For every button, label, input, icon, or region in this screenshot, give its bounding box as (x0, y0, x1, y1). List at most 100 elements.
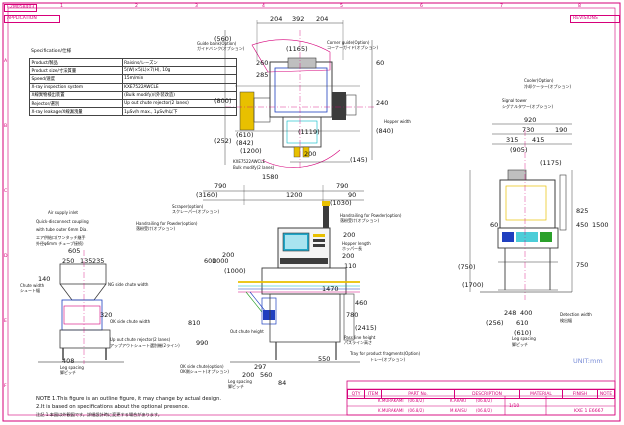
front-dim-misc: 780 (346, 311, 359, 319)
handrailing-left-jp: 落粉受け(オプション) (136, 226, 176, 231)
title-block-row: QTY ITEM PART No. DESCRIPTION MATERIAL F… (347, 389, 615, 399)
up-out-label: Up out chute rejector(2 lanes) (110, 337, 171, 342)
air-supply-line-2: Quick-disconnect coupling (36, 219, 89, 224)
scraper-label: Scraper(option) (172, 204, 204, 209)
col-label-4: 4 (262, 4, 265, 9)
top-dim-misc: (610) (236, 131, 254, 139)
front-dim-misc: 1470 (322, 285, 339, 293)
chute-dim: 320 (100, 311, 113, 319)
chute-dim: 140 (38, 275, 51, 283)
spec-label: Product/製品 (29, 57, 123, 68)
col-label-7: 7 (500, 4, 503, 9)
approved2-date: (06.8/2) (476, 408, 492, 413)
th-material: MATERIAL (519, 389, 563, 399)
chute-width-label: Chute width (20, 283, 45, 288)
approved-date: (06.8/2) (476, 398, 492, 403)
chute-dim: 235 (92, 257, 105, 265)
cooler-label-jp: 冷却クーラー(オプション) (524, 84, 572, 89)
col-label-1: 1 (60, 4, 63, 9)
side-leg-pitch: 脚ピッチ (512, 342, 528, 347)
side-dim-bottom: 610 (516, 319, 529, 327)
col-label-8: 8 (578, 4, 581, 9)
front-dim-top: 1580 (262, 173, 279, 181)
hopper-width-label: Hopper width (384, 119, 411, 124)
side-dim-top: (905) (510, 146, 528, 154)
handrailing-right: Handrailing for Powder(option) (340, 213, 402, 218)
air-supply-line-5: 外径φ6mm チューブ接続) (36, 241, 84, 246)
front-dim-misc: 200 (343, 231, 356, 239)
handrailing-left: Handrailing for Powder(option) (136, 221, 198, 226)
th-qty: QTY (347, 389, 365, 399)
side-dim-left: (750) (458, 263, 476, 271)
top-view (224, 20, 375, 170)
note-line-3: 注記 1.本図は外観図です。詳細設計時に変更する場合があります。 (36, 412, 162, 417)
front-dim-misc: (1000) (224, 267, 246, 275)
front-dim-top: (3160) (196, 191, 218, 199)
front-dim-top: 790 (214, 182, 227, 190)
top-dim: 204 (270, 15, 283, 23)
front-dim-misc: 200 (222, 251, 235, 259)
front-dim-top: (1030) (330, 199, 352, 207)
spec-value: 15m/min (121, 74, 238, 84)
note-line-2: 2.It is based on specifications about th… (36, 404, 190, 410)
col-label-6: 6 (420, 4, 423, 9)
side-dim-top: 315 (506, 136, 519, 144)
drawn-date: (06.8/2) (408, 398, 424, 403)
handrailing-right-jp: 落粉受け(オプション) (340, 218, 380, 223)
front-dim-bottom: 200 (242, 371, 255, 379)
top-dim-left: (800) (214, 97, 232, 105)
revisions-tab: REVISIONS (570, 15, 620, 23)
top-dim-left: (560) (214, 35, 232, 43)
corner-guide-label: Corner guide(Option) (327, 40, 370, 45)
col-label-2: 2 (135, 4, 138, 9)
front-leg-pitch: 脚ピッチ (228, 384, 244, 389)
pass-height-label-jp: パスライン高さ (344, 340, 372, 345)
spec-label: Rejector/選別 (29, 98, 123, 109)
air-supply-line-1: Air supply inlet (48, 210, 78, 215)
top-dim-left: (252) (214, 137, 232, 145)
drawing-number: E2M058403 (4, 4, 38, 12)
col-label-5: 5 (340, 4, 343, 9)
front-dim-bottom: 84 (278, 379, 287, 387)
side-leg-spacing: Leg spacing (512, 336, 536, 341)
side-dim-bottom: (256) (486, 319, 504, 327)
side-dim-top: (1175) (540, 159, 562, 167)
spec-label: X-ray inspection system (29, 82, 123, 92)
top-dim-misc: (145) (350, 156, 368, 164)
side-dim-right: 450 (576, 221, 589, 229)
checked-date: (06.8/2) (408, 408, 424, 413)
ng-chute-width: NG side chute width (108, 282, 149, 287)
front-dim-misc: 200 (342, 252, 355, 260)
detection-width-label: Detection width (560, 312, 592, 317)
chute-dim: 605 (68, 247, 81, 255)
chute-dim: 250 (62, 257, 75, 265)
front-dim-misc: 1000 (212, 257, 229, 265)
th-finish: FINISH (562, 389, 598, 399)
row-label-b: B (4, 124, 8, 129)
front-dim-top: 1200 (286, 191, 303, 199)
signal-tower-label-jp: シグナルタワー(オプション) (502, 104, 554, 109)
top-dim-right: 60 (376, 59, 385, 67)
side-dim-bottom: 248 (504, 309, 517, 317)
side-dim-top: 730 (522, 126, 535, 134)
application-tab: APPLICATION (4, 15, 60, 23)
checked-by: K.MURAKAMI (378, 408, 404, 413)
spec-value: KXE7522AWCLE (121, 82, 238, 92)
side-dim-bottom: 400 (520, 309, 533, 317)
front-dim-misc: 460 (355, 299, 368, 307)
chute-view (38, 250, 124, 364)
front-dim-bottom: 560 (260, 371, 273, 379)
front-dim-misc: 110 (344, 262, 357, 270)
front-dim-top: 90 (348, 191, 357, 199)
top-dim-misc: (842) (236, 139, 254, 147)
drawing-footer-no: KXE 1 E6667 (574, 409, 604, 414)
model-label: KXE7522AWCLE (233, 159, 266, 164)
drawn-by: K.MURAKAMI (378, 398, 404, 403)
note-line-1: NOTE 1.This figure is an outline figure,… (36, 396, 222, 402)
side-dim-top: 415 (532, 136, 545, 144)
